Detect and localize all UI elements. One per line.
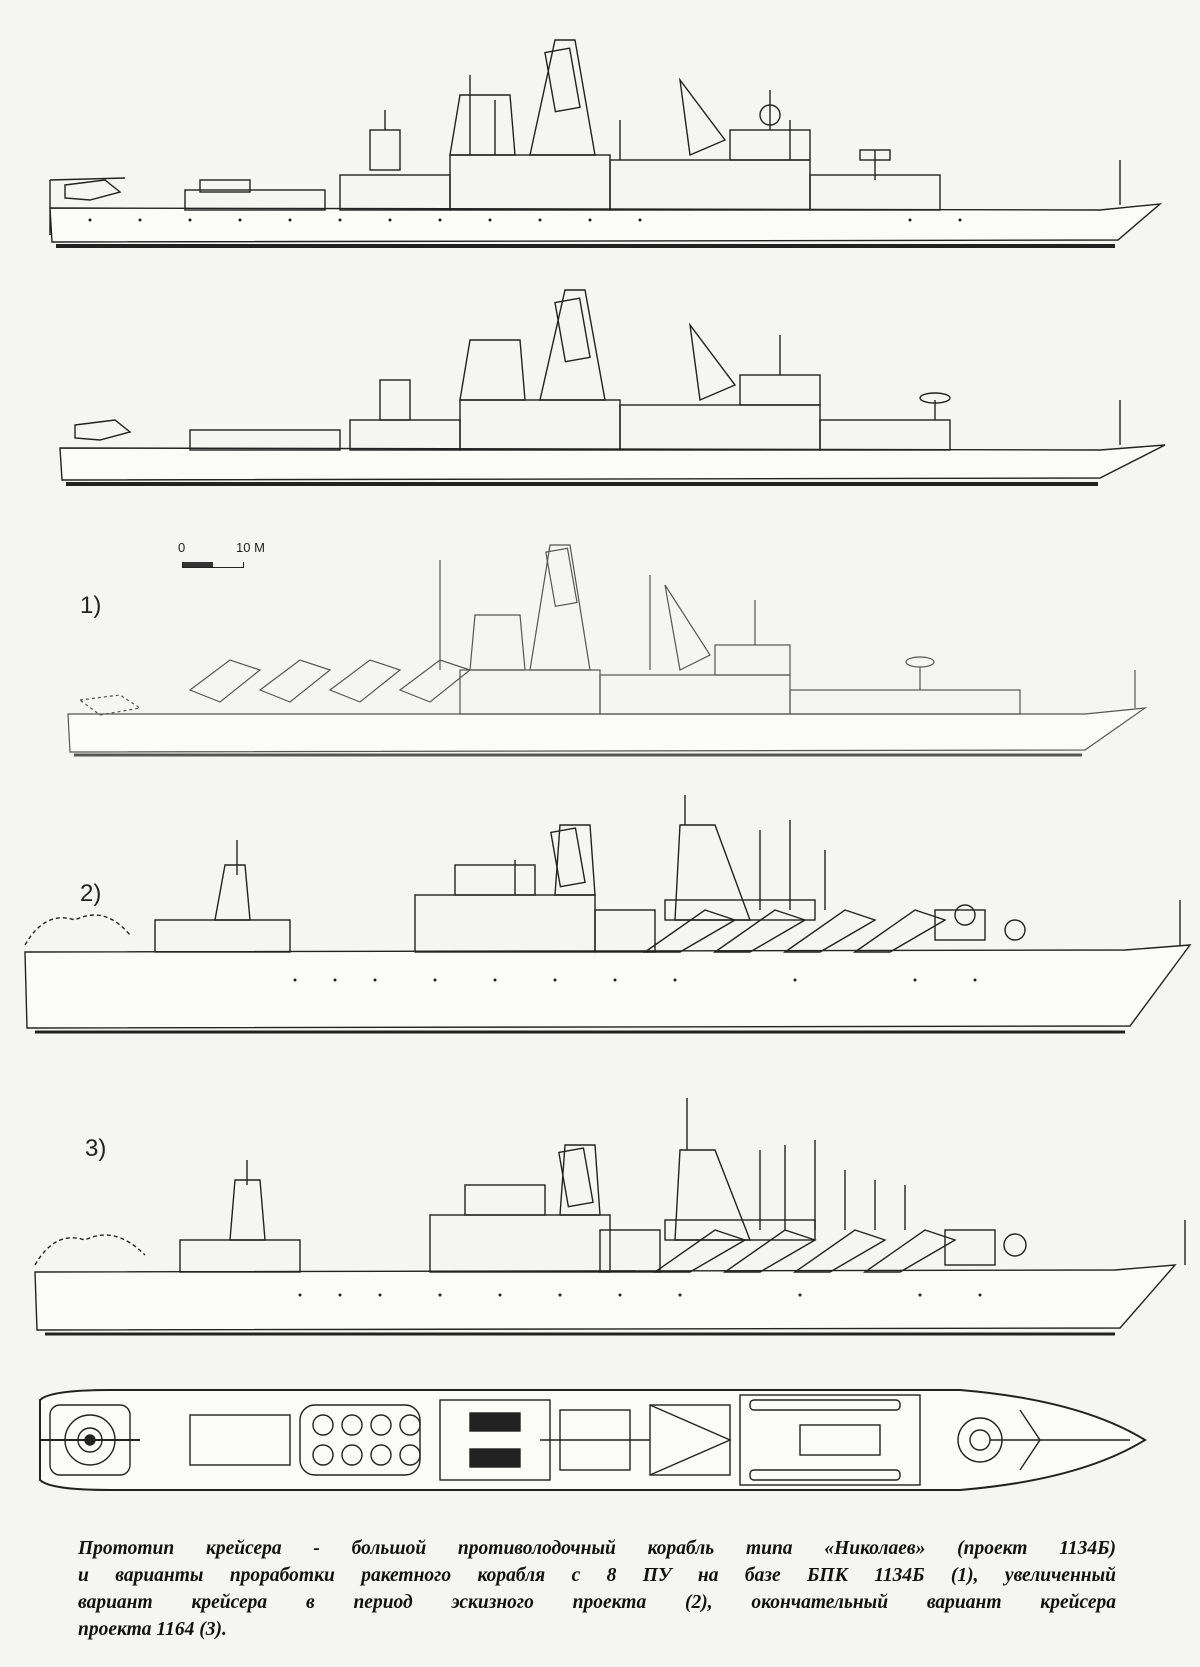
caption-line-1: Прототип крейсера - большой противолодоч… — [78, 1538, 1116, 1559]
figure-label-2: 2) — [80, 880, 102, 907]
caption-line-3: вариант крейсера в период эскизного прое… — [78, 1592, 1116, 1613]
figure-caption: Прототип крейсера - большой противолодоч… — [78, 1535, 1116, 1643]
caption-line-2: и варианты проработки ракетного корабля … — [78, 1565, 1116, 1586]
scale-bar-graphic — [182, 562, 244, 568]
ship-drawing-variant-1 — [60, 530, 1150, 760]
scale-end-label: 10 М — [236, 540, 265, 555]
caption-line-4: проекта 1164 (3). — [78, 1619, 227, 1640]
scale-start-label: 0 — [178, 540, 186, 555]
figure-label-1: 1) — [80, 592, 102, 619]
ship-drawing-1134b-top — [10, 20, 1190, 260]
ship-drawing-1134b-second — [20, 280, 1190, 500]
ship-drawing-variant-3 — [15, 1090, 1195, 1340]
ship-plan-view — [30, 1385, 1180, 1495]
ship-drawing-variant-2 — [15, 780, 1195, 1040]
figure-label-3: 3) — [85, 1135, 107, 1162]
scale-bar: 0 10 М — [178, 540, 268, 576]
